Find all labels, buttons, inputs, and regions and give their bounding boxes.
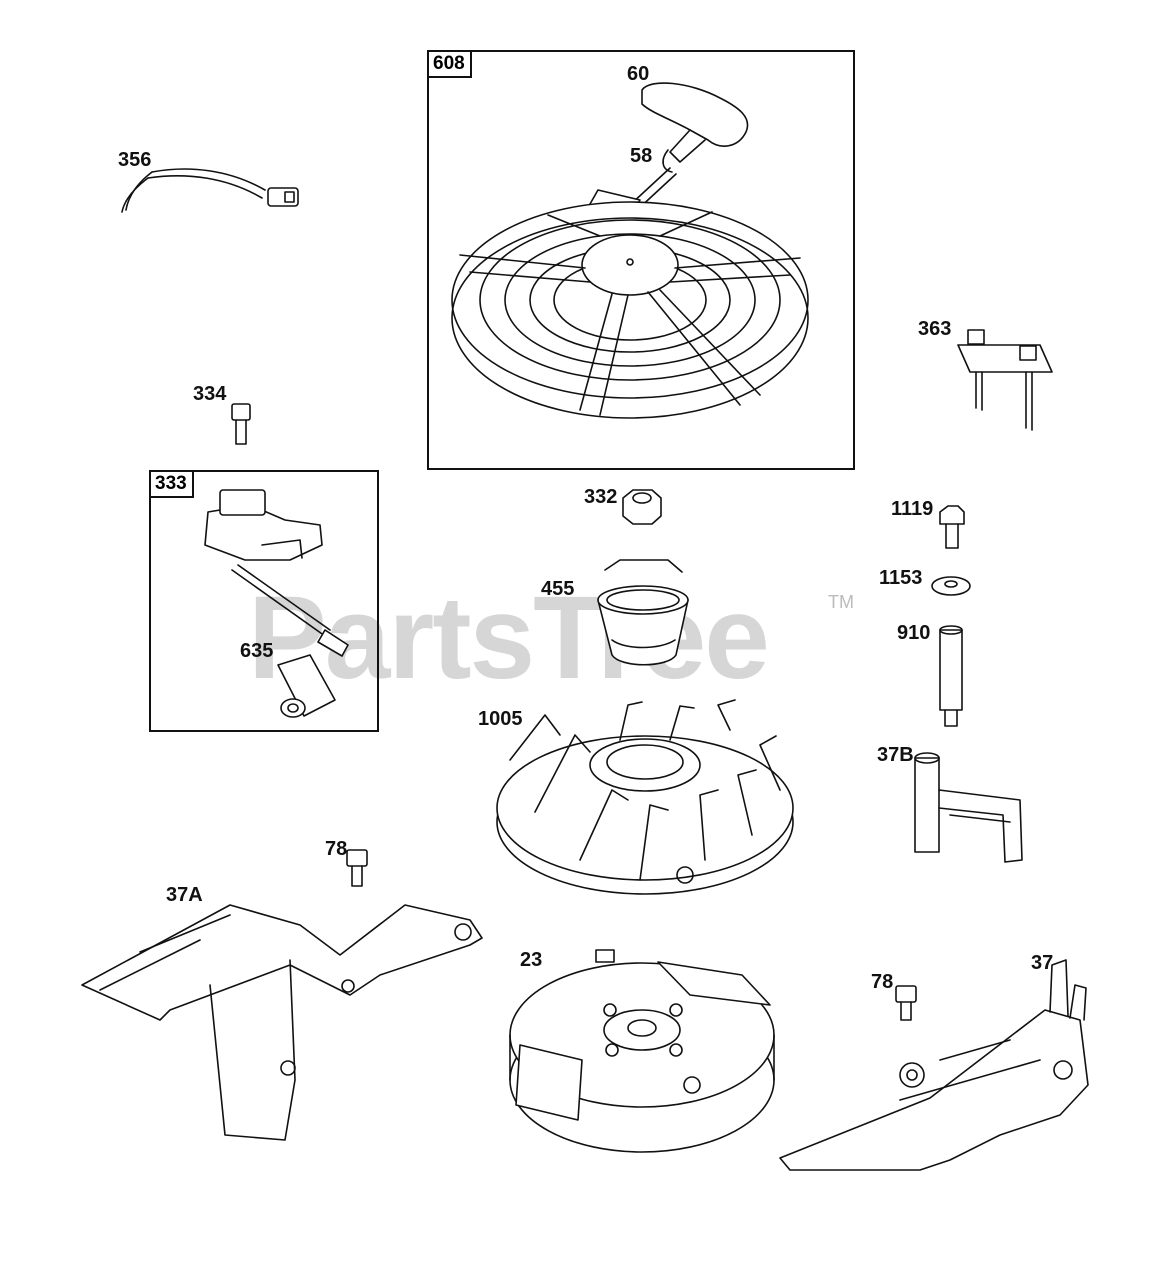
part-78-bolt-lower [896,986,916,1020]
part-332-nut [623,490,661,524]
callout-1005: 1005 [478,708,523,730]
kit-box-333: 333 [149,470,379,732]
part-356-wire-harness [122,169,298,212]
part-333-ignition-armature [205,490,348,656]
callout-37: 37 [1031,952,1054,974]
callout-635: 635 [240,640,274,662]
watermark-trademark: TM [828,592,854,612]
callout-334: 334 [193,383,227,405]
callout-58: 58 [630,145,653,167]
part-23-flywheel [510,950,774,1152]
part-1005-fan [497,700,793,894]
callout-910: 910 [897,622,931,644]
part-334-bolt [232,404,250,444]
part-60-starter-handle [642,83,748,172]
part-37-air-guide [780,960,1088,1170]
part-37A-air-guide [82,905,482,1140]
callout-356: 356 [118,149,152,171]
callout-332: 332 [584,486,618,508]
kit-box-333-tag: 333 [151,472,194,498]
callout-37A: 37A [166,884,203,906]
part-635-spark-plug-boot [278,655,335,717]
callout-37B: 37B [877,744,914,766]
callout-23: 23 [520,949,543,971]
callout-78-upper: 78 [325,838,348,860]
part-1119-screw [940,506,964,548]
callout-78-lower: 78 [871,971,894,993]
kit-box-608: 608 [427,50,855,470]
kit-box-608-tag: 608 [429,52,472,78]
part-1153-washer [932,577,970,595]
part-363-bracket [958,330,1052,430]
part-910-spacer [940,626,962,726]
callout-60: 60 [627,63,650,85]
callout-1153: 1153 [879,567,923,589]
part-608-rewind-starter [452,202,808,418]
callout-1119: 1119 [891,498,934,520]
callout-455: 455 [541,578,575,600]
part-78-bolt-upper [347,850,367,886]
part-37B-baffle [915,753,1022,862]
callout-363: 363 [918,318,952,340]
part-455-cup [598,560,688,665]
